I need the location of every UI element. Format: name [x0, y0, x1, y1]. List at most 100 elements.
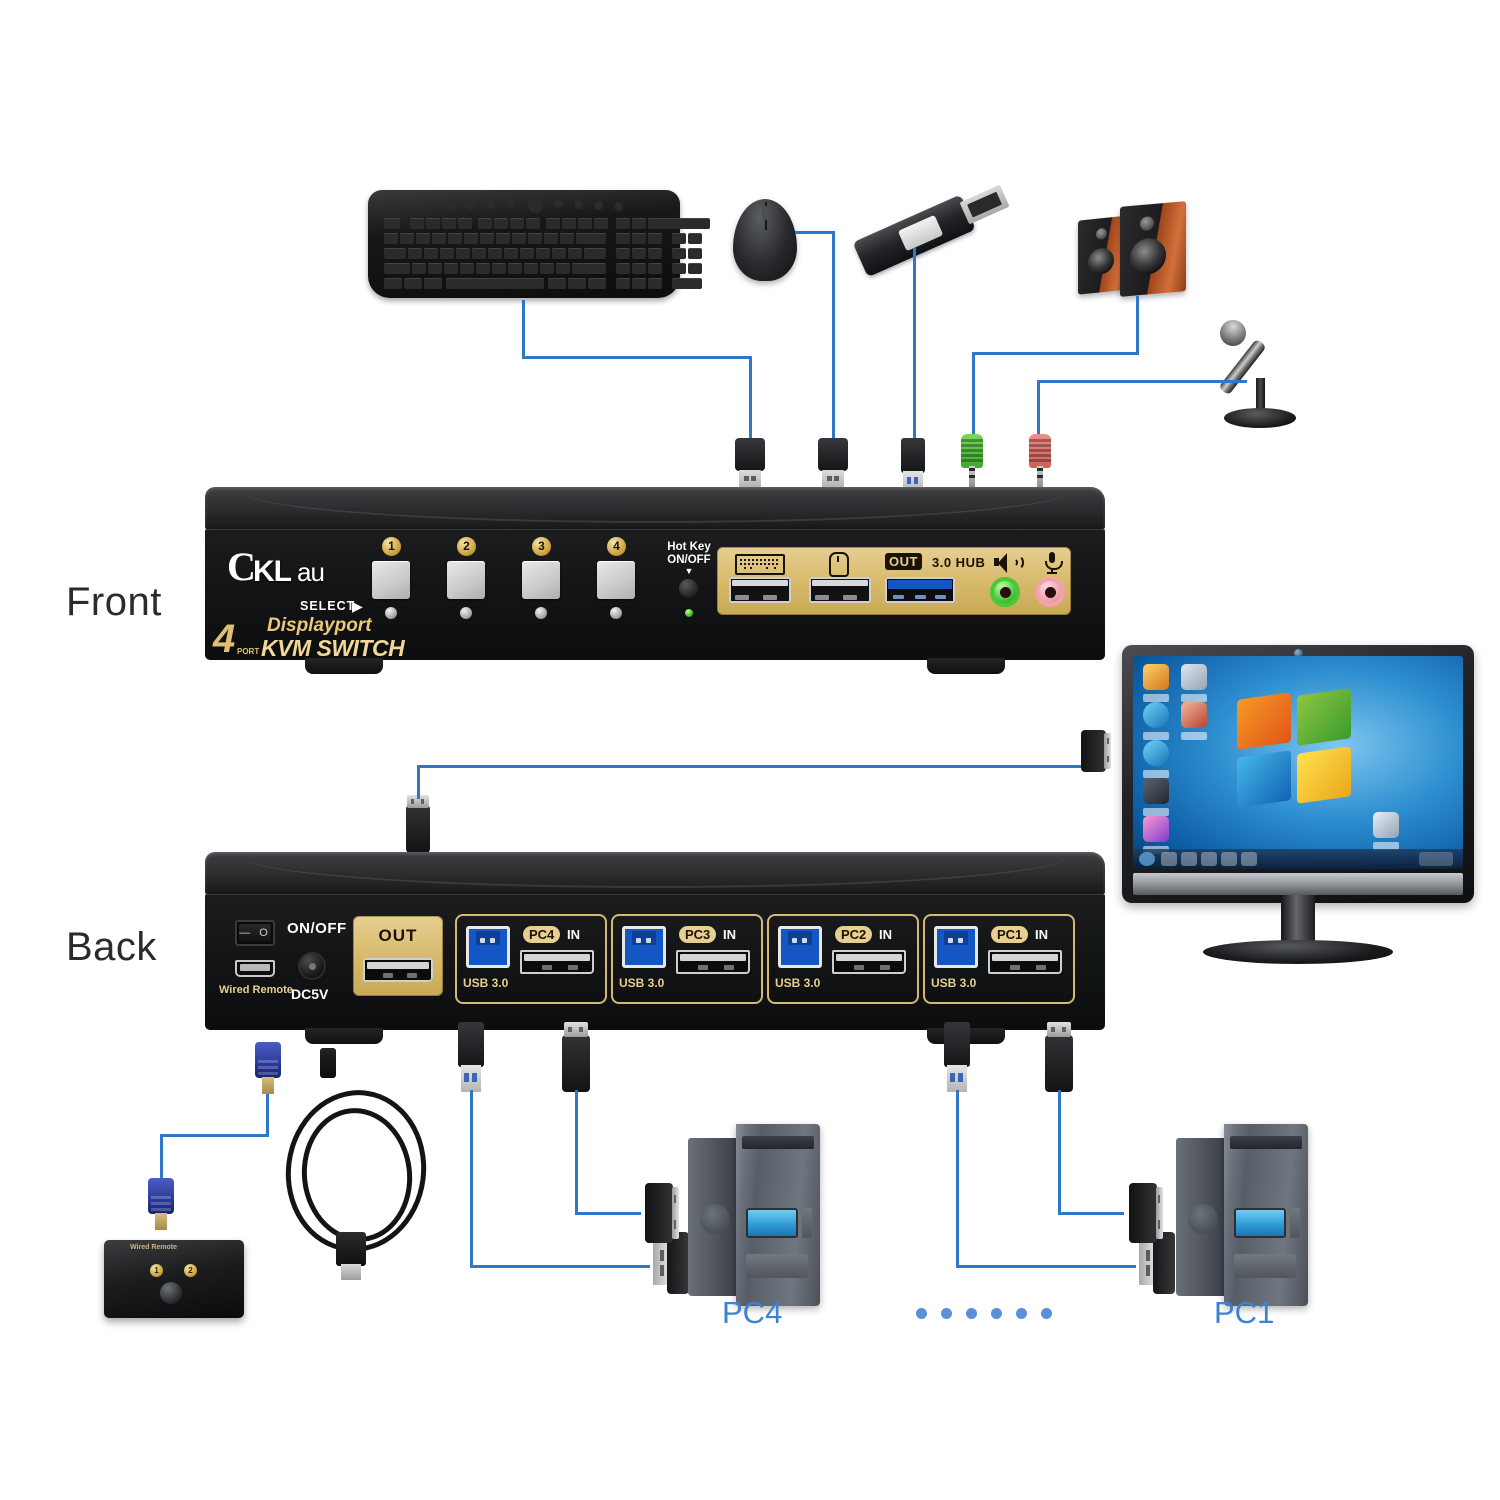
- usb3-connector-pc1-switch-side: [944, 1022, 970, 1092]
- remote-connector-switch-side: [255, 1042, 281, 1094]
- select-button-3[interactable]: [522, 561, 560, 599]
- keyboard-icon: [735, 554, 785, 575]
- select-badge-1: 1: [382, 537, 401, 556]
- displayport-connector-pc1-switch-side: [1045, 1022, 1073, 1092]
- pc2-in-label: IN: [879, 927, 892, 942]
- displayport-in-pc1[interactable]: [988, 950, 1062, 974]
- mouse-wheel: [761, 205, 769, 220]
- select-badge-4: 4: [607, 537, 626, 556]
- displayport-connector-pc4-switch-side: [562, 1022, 590, 1092]
- speaker-right: [1120, 201, 1186, 297]
- wired-remote[interactable]: Wired Remote 1 2: [104, 1240, 244, 1318]
- usb3-connector-pc4-switch-side: [458, 1022, 484, 1092]
- microphone: [1212, 314, 1322, 430]
- usb3-label-pc2: USB 3.0: [775, 976, 821, 990]
- ellipsis-dots: [916, 1308, 1052, 1319]
- wired-remote-port[interactable]: [235, 960, 275, 977]
- usb-port-mouse[interactable]: [809, 577, 871, 603]
- kvm-switch-front: C KL au SELECT ▶ 4 PORT Displayport KVM …: [205, 487, 1105, 674]
- pc1-drive-bay: [1234, 1254, 1296, 1278]
- keyboard-keys: [383, 218, 710, 290]
- monitor: [1122, 645, 1474, 903]
- pc1-label: PC1: [1214, 1295, 1275, 1330]
- speaker-icon: [994, 553, 1024, 573]
- brand-c-logo: C: [227, 544, 256, 589]
- pc1-pill: PC1: [991, 926, 1029, 943]
- wire-remote-v1: [266, 1094, 269, 1134]
- port-group-pc3: USB 3.0 PC3 IN: [611, 914, 763, 1004]
- usb3-b-port-pc2[interactable]: [778, 926, 822, 968]
- remote-select-button[interactable]: [160, 1282, 182, 1304]
- usb-hub-out-badge: OUT: [885, 553, 922, 570]
- brand-kl: KL: [253, 555, 292, 588]
- mic-head: [1214, 314, 1252, 352]
- wire-dp-v-left: [417, 765, 420, 799]
- pc1-lcd-buttons: [1290, 1208, 1300, 1238]
- pc3-in-label: IN: [723, 927, 736, 942]
- pc4-lcd-buttons: [802, 1208, 812, 1238]
- pc1-side-panel: [1176, 1138, 1228, 1296]
- monitor-webcam-icon: [1293, 649, 1303, 658]
- pc-tower-pc4: [688, 1124, 820, 1306]
- power-cable-usb-plug: [336, 1232, 366, 1280]
- displayport-connector-monitor-side: [1081, 730, 1111, 772]
- speakers: [1078, 200, 1198, 297]
- audio-out-jack[interactable]: [990, 577, 1020, 607]
- front-face: C KL au SELECT ▶ 4 PORT Displayport KVM …: [205, 529, 1105, 661]
- pc-tower-pc1: [1176, 1124, 1308, 1306]
- remote-caption: Wired Remote: [130, 1244, 178, 1251]
- usb3-hub-port[interactable]: [885, 577, 955, 603]
- monitor-base: [1203, 940, 1393, 964]
- wire-pc4-dp-v: [575, 1090, 578, 1214]
- dc-power-jack[interactable]: [298, 952, 326, 980]
- select-button-2[interactable]: [447, 561, 485, 599]
- displayport-out-group: OUT: [353, 916, 443, 996]
- wire-keyboard-h: [522, 356, 752, 359]
- displayport-in-pc3[interactable]: [676, 950, 750, 974]
- wire-pc1-dp-h: [1058, 1212, 1124, 1215]
- usb3-b-port-pc1[interactable]: [934, 926, 978, 968]
- wire-pc4-dp-h: [575, 1212, 641, 1215]
- usb3-label-pc1: USB 3.0: [931, 976, 977, 990]
- pc4-io-strip: [742, 1136, 814, 1149]
- select-button-1[interactable]: [372, 561, 410, 599]
- front-foot-right: [927, 658, 1005, 674]
- mic-in-jack[interactable]: [1035, 577, 1065, 607]
- pc1-io-strip: [1230, 1136, 1302, 1149]
- hotkey-label-line1: Hot Key: [667, 541, 711, 553]
- monitor-neck: [1281, 895, 1315, 947]
- pc4-drive-bay: [746, 1254, 808, 1278]
- mic-base: [1224, 408, 1296, 428]
- usb3-b-port-pc4[interactable]: [466, 926, 510, 968]
- brand-au: au: [297, 557, 325, 587]
- wire-pc1-dp-v: [1058, 1090, 1061, 1214]
- displayport-out-label: OUT: [378, 926, 418, 945]
- select-button-4[interactable]: [597, 561, 635, 599]
- pc4-in-label: IN: [567, 927, 580, 942]
- pc4-label: PC4: [722, 1295, 783, 1330]
- usb3-b-port-pc3[interactable]: [622, 926, 666, 968]
- displayport-connector-pc1-tower: [1129, 1183, 1163, 1243]
- hotkey-button[interactable]: [679, 579, 698, 598]
- wire-pc4-usb-h: [470, 1265, 650, 1268]
- usb-flash-drive: [852, 177, 1018, 284]
- back-foot-left: [305, 1028, 383, 1044]
- displayport-out-port[interactable]: [363, 958, 433, 982]
- usb-drive-plug: [959, 184, 1010, 225]
- usb-port-keyboard[interactable]: [729, 577, 791, 603]
- pc4-lcd-display: [746, 1208, 798, 1238]
- wire-keyboard-v2: [749, 356, 752, 440]
- front-view-label: Front: [66, 580, 162, 624]
- monitor-taskbar: [1133, 849, 1463, 869]
- port-group-pc4: USB 3.0 PC4 IN: [455, 914, 607, 1004]
- wire-usb-drive-v: [913, 248, 916, 440]
- product-line-1: Displayport: [267, 615, 372, 636]
- wire-remote-v2: [160, 1134, 163, 1178]
- select-led-3: [535, 607, 547, 619]
- displayport-in-pc2[interactable]: [832, 950, 906, 974]
- power-switch[interactable]: — O: [235, 920, 275, 946]
- port-group-pc2: USB 3.0 PC2 IN: [767, 914, 919, 1004]
- wire-remote-h: [160, 1134, 269, 1137]
- back-chassis-top: [205, 852, 1105, 894]
- displayport-in-pc4[interactable]: [520, 950, 594, 974]
